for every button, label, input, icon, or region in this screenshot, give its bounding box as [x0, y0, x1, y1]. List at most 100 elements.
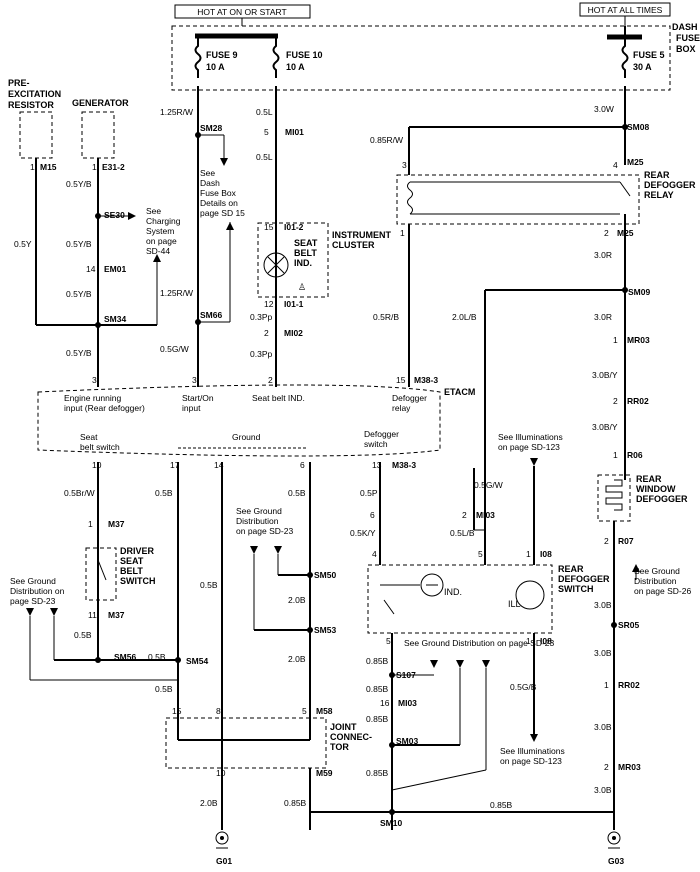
- fuse-9-name: FUSE 9: [206, 50, 238, 60]
- instrument-cluster-box: [257, 222, 329, 298]
- label-notes-dash-fuse-4: page SD 15: [200, 208, 245, 218]
- label-connectors-sm66: SM66: [200, 310, 222, 320]
- label-wires-w085b2: 0.85B: [366, 684, 389, 694]
- label-pins-4: 3: [92, 375, 97, 385]
- label-connectors-m58: M58: [316, 706, 333, 716]
- label-pins-9: 4: [613, 160, 618, 170]
- label-connectors-i01-1: I01-1: [284, 299, 304, 309]
- label-connectors-sm56: SM56: [114, 652, 136, 662]
- label-wires-w05yb4: 0.5Y/B: [66, 348, 92, 358]
- label-pins-20: 17: [170, 460, 180, 470]
- label-connectors-rr02: RR02: [627, 396, 649, 406]
- label-notes-ground-dist2-0: See Ground: [236, 506, 282, 516]
- label-wires-w05brw: 0.5Br/W: [64, 488, 95, 498]
- label-wires-w05b1: 0.5B: [74, 630, 92, 640]
- ground-g03-icon: [607, 831, 621, 845]
- label-pins-0: 1: [30, 162, 35, 172]
- label-components-instrument-cluster-0: INSTRUMENT: [332, 230, 391, 240]
- arrow-up-icon: [153, 254, 161, 262]
- label-wires-w05gw2: 0.5G/W: [474, 480, 503, 490]
- label-wires-w30by: 3.0B/Y: [592, 370, 618, 380]
- seat-belt-switch-section: 0.5Br/W 1 M37 DRIVER SEAT BELT SWITCH 11…: [10, 462, 208, 718]
- label-components-joint-connector-1: CONNEC-: [330, 732, 372, 742]
- label-pins-14: 2: [264, 328, 269, 338]
- label-wires-w30r: 3.0R: [594, 250, 612, 260]
- label-connectors-mi01: MI01: [285, 127, 304, 137]
- rear-defogger-switch-section: 0.5P 6 2 MI03 0.5K/Y 0.5L/B 0.5G/W See I…: [350, 432, 610, 830]
- label-pins-15: 1: [613, 335, 618, 345]
- label-pins-17: 1: [613, 450, 618, 460]
- label-notes-charging-1: Charging: [146, 216, 181, 226]
- label-components-rear-defogger-relay-0: REAR: [644, 170, 670, 180]
- label-wires-w085b1: 0.85B: [366, 656, 389, 666]
- label-pins-30: 5: [478, 549, 483, 559]
- label-etacm-labels-ground: Ground: [232, 432, 261, 442]
- label-components-rear-defogger-switch-2: SWITCH: [558, 584, 594, 594]
- label-wires-w30by2: 3.0B/Y: [592, 422, 618, 432]
- label-wires-w05b2: 0.5B: [148, 652, 166, 662]
- label-etacm-labels-start-on-1: input: [182, 403, 201, 413]
- label-connectors-sm53: SM53: [314, 625, 336, 635]
- joint-connector-box: [165, 717, 327, 769]
- label-connectors-em01: EM01: [104, 264, 126, 274]
- label-wires-w05yb2: 0.5Y/B: [66, 239, 92, 249]
- label-wires-w05y: 0.5Y: [14, 239, 32, 249]
- seat-belt-person-icon: ♙: [298, 282, 306, 292]
- label-components-seat-belt-ind-0: SEAT: [294, 238, 318, 248]
- label-notes-charging-3: on page: [146, 236, 177, 246]
- fuse-5-rating: 30 A: [633, 62, 652, 72]
- label-connectors-r07: R07: [618, 536, 634, 546]
- label-pins-40: 16: [380, 698, 390, 708]
- label-wires-w03pp: 0.3Pp: [250, 312, 272, 322]
- label-connectors-r06: R06: [627, 450, 643, 460]
- generator-box: [81, 111, 115, 159]
- label-wires-w05rb: 0.5R/B: [373, 312, 399, 322]
- label-notes-charging-2: System: [146, 226, 174, 236]
- label-notes-ground-dist1-0: See Ground: [10, 576, 56, 586]
- defogger-switch-contact: [383, 599, 395, 615]
- label-wires-w05b5: 0.5B: [200, 580, 218, 590]
- label-connectors-sm54: SM54: [186, 656, 208, 666]
- label-pins-25: 11: [88, 610, 97, 620]
- label-connectors-m25: M25: [627, 157, 644, 167]
- label-wires-w05sky: 0.5K/Y: [350, 528, 376, 538]
- label-connectors-mi02: MI02: [284, 328, 303, 338]
- label-pins-6: 15: [396, 375, 406, 385]
- seat-belt-lamp-icon: [263, 252, 289, 278]
- label-wires-w30b4: 3.0B: [594, 785, 612, 795]
- label-wires-w03pp2: 0.3Pp: [250, 349, 272, 359]
- label-pins-5: 2: [268, 375, 273, 385]
- label-wires-w20b1: 2.0B: [288, 595, 306, 605]
- label-connectors-m38-3: M38-3: [414, 375, 438, 385]
- fuse-box-outline: [171, 25, 671, 91]
- label-pins-23: 13: [372, 460, 382, 470]
- label-components-ind: IND.: [444, 587, 462, 597]
- fuse-5-name: FUSE 5: [633, 50, 665, 60]
- label-components-driver-seat-belt-switch-1: SEAT: [120, 556, 144, 566]
- label-pins-31: 1: [604, 680, 609, 690]
- label-connectors-i08: I08: [540, 549, 552, 559]
- label-wires-w085b6: 0.85B: [490, 800, 513, 810]
- label-pins-35: 5: [386, 636, 391, 646]
- label-wires-w05gw: 0.5G/W: [160, 344, 189, 354]
- label-wires-w05gb: 0.5G/B: [510, 682, 537, 692]
- label-wires-w05b4: 0.5B: [155, 684, 173, 694]
- arrow-right-icon: [128, 212, 136, 220]
- label-pins-1: 1: [92, 162, 97, 172]
- label-notes-ground-dist4-0: See Ground: [634, 566, 680, 576]
- label-notes-ground-dist1-1: Distribution on: [10, 586, 65, 596]
- label-connectors-mi03: MI03: [476, 510, 495, 520]
- label-notes-ground-dist4-2: on page SD-26: [634, 586, 691, 596]
- fuse-9-rating: 10 A: [206, 62, 225, 72]
- label-etacm-labels-defogger-switch-1: switch: [364, 439, 388, 449]
- label-connectors-sm09: SM09: [628, 287, 650, 297]
- label-connectors-m25b: M25: [617, 228, 634, 238]
- label-components-driver-seat-belt-switch-0: DRIVER: [120, 546, 155, 556]
- label-connectors-g01: G01: [216, 856, 232, 866]
- label-components-rear-window-defogger-0: REAR: [636, 474, 662, 484]
- label-notes-illum2-0: See Illuminations: [500, 746, 565, 756]
- label-notes-ground-dist1-2: page SD-23: [10, 596, 56, 606]
- label-components-joint-connector-0: JOINT: [330, 722, 357, 732]
- label-components-rear-window-defogger-1: WINDOW: [636, 484, 676, 494]
